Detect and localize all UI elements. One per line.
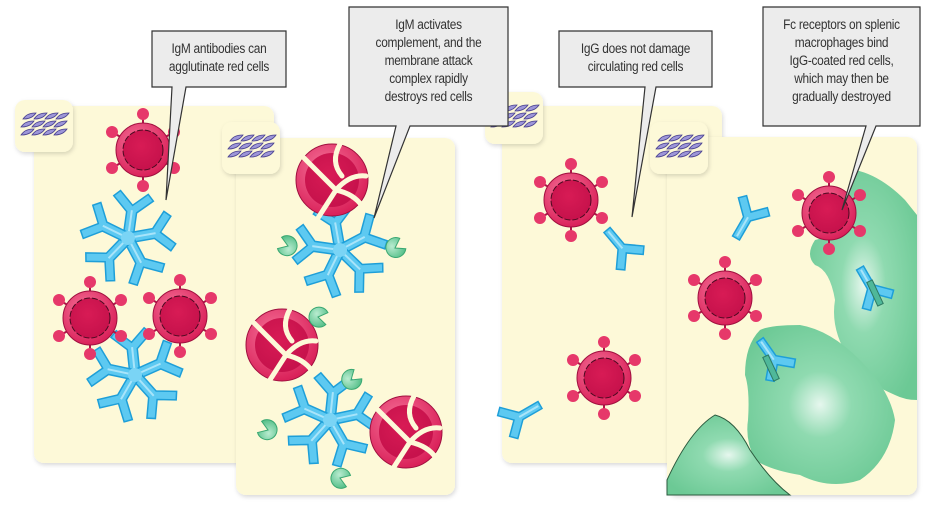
caption-line: complement, and the xyxy=(375,35,482,50)
caption-line: destroys red cells xyxy=(384,89,473,104)
callout-igg-fc-receptor xyxy=(762,6,921,211)
caption-line: complex rapidly xyxy=(389,71,468,86)
caption-line: circulating red cells xyxy=(587,59,684,74)
caption-line: agglutinate red cells xyxy=(168,59,270,74)
caption-line: IgM antibodies can xyxy=(171,41,267,56)
caption-igm-agglutination: IgM antibodies can agglutinate red cells xyxy=(160,40,278,76)
panel-igm-agglutination xyxy=(15,100,274,463)
caption-line: IgG-coated red cells, xyxy=(789,53,894,68)
tissue-icon xyxy=(650,122,708,174)
caption-line: macrophages bind xyxy=(794,35,889,50)
caption-line: IgG does not damage xyxy=(580,41,691,56)
tissue-icon xyxy=(222,122,280,174)
caption-igg-no-damage: IgG does not damage circulating red cell… xyxy=(568,40,703,76)
caption-line: which may then be xyxy=(794,71,889,86)
caption-igg-fc-receptor: Fc receptors on splenic macrophages bind… xyxy=(772,16,910,106)
callout-igm-complement xyxy=(348,6,509,219)
caption-igm-complement: IgM activates complement, and the membra… xyxy=(359,16,499,106)
caption-line: IgM activates xyxy=(395,17,462,32)
caption-line: Fc receptors on splenic xyxy=(783,17,900,32)
fc-receptor xyxy=(866,279,884,307)
panel-igm-complement xyxy=(222,122,455,495)
caption-line: gradually destroyed xyxy=(792,89,891,104)
caption-line: membrane attack xyxy=(384,53,473,68)
callout-igm-agglutination xyxy=(151,30,287,201)
fc-receptor xyxy=(762,354,780,382)
panel-igg-fc-receptor xyxy=(650,122,917,496)
tissue-icon xyxy=(15,100,73,152)
callout-igg-no-damage xyxy=(558,30,713,218)
